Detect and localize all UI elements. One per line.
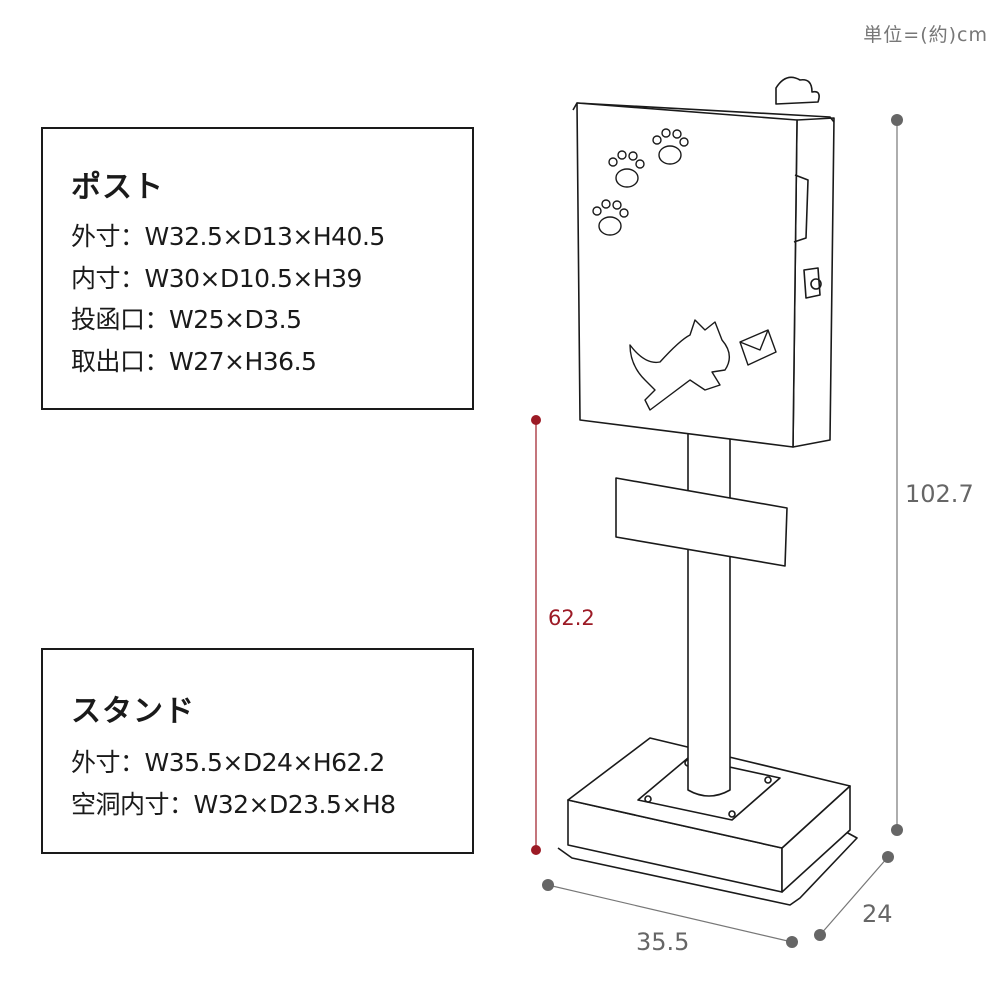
post-slot-size: 投函口：W25×D3.5 [71, 305, 302, 334]
paw-prints [592, 128, 689, 236]
stand-outer-size: 外寸：W35.5×D24×H62.2 [71, 748, 385, 777]
unit-note: 単位=(約)cm [863, 24, 988, 46]
stand-height-label: 62.2 [548, 606, 595, 630]
name-plate [615, 477, 788, 567]
post-spec-box: ポスト 外寸：W32.5×D13×H40.5 内寸：W30×D10.5×H39 … [41, 127, 474, 410]
width-label: 35.5 [636, 928, 690, 956]
stand-pole [687, 420, 731, 797]
post-inner-size: 内寸：W30×D10.5×H39 [71, 263, 362, 293]
envelope-icon [739, 329, 777, 366]
stand-spec-box: スタンド 外寸：W35.5×D24×H62.2 空洞内寸：W32×D23.5×H… [41, 648, 474, 854]
dimension-lines [531, 114, 903, 948]
stand-title: スタンド [71, 694, 195, 729]
post-door-size: 取出口：W27×H36.5 [71, 346, 317, 376]
total-height-label: 102.7 [905, 480, 974, 508]
mailbox-body [572, 76, 835, 448]
stand-cavity-size: 空洞内寸：W32×D23.5×H8 [71, 789, 396, 819]
post-outer-size: 外寸：W32.5×D13×H40.5 [71, 222, 385, 251]
depth-label: 24 [862, 900, 893, 928]
cat-silhouette [629, 319, 730, 411]
post-title: ポスト [71, 170, 164, 205]
